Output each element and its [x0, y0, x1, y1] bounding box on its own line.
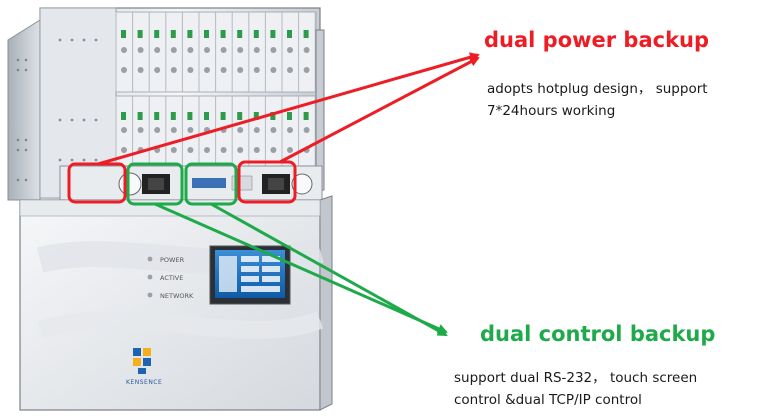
card-port — [121, 67, 127, 73]
card-port — [187, 127, 194, 133]
card-port — [253, 47, 260, 53]
card-port — [187, 147, 194, 153]
card-port — [220, 147, 227, 153]
card-led — [154, 30, 160, 38]
matrix-switcher-product-image: POWER ACTIVE NETWORK KENSENCE — [7, 7, 333, 411]
card-port — [237, 147, 244, 153]
card-port — [137, 147, 144, 153]
card-port — [121, 47, 127, 53]
card-led — [237, 30, 243, 38]
card-port — [287, 67, 293, 73]
power-callout-line: 7*24hours working — [487, 103, 616, 119]
card-port — [187, 47, 194, 53]
card-led — [287, 112, 292, 120]
card-led — [154, 112, 160, 120]
card-led — [287, 30, 292, 38]
control-callout-line: support dual RS-232， touch screen — [454, 370, 698, 386]
card-port — [287, 147, 293, 153]
card-port — [270, 147, 277, 153]
card-led — [303, 112, 309, 120]
card-led — [187, 112, 193, 120]
brand-wordmark: KENSENCE — [126, 379, 162, 386]
card-port — [237, 67, 244, 73]
card-led — [303, 30, 309, 38]
card-led — [137, 112, 143, 120]
card-port — [170, 47, 177, 53]
card-led — [270, 30, 276, 38]
card-port — [154, 47, 161, 53]
brand-logo — [133, 348, 151, 374]
indicator-label: NETWORK — [160, 292, 194, 300]
card-led — [237, 112, 243, 120]
control-callout-line: control &dual TCP/IP control — [454, 392, 642, 408]
card-led — [170, 112, 176, 120]
indicator-leds — [147, 256, 153, 298]
card-port — [204, 147, 210, 153]
card-led — [187, 30, 193, 38]
card-port — [121, 147, 127, 153]
card-led — [220, 112, 226, 120]
card-port — [121, 127, 127, 133]
card-port — [204, 67, 210, 73]
card-port — [204, 47, 210, 53]
card-port — [270, 47, 277, 53]
card-port — [220, 67, 227, 73]
card-port — [237, 127, 244, 133]
card-led — [270, 112, 276, 120]
control-callout-title: dual control backup — [480, 322, 716, 346]
card-led — [121, 112, 126, 120]
card-port — [154, 147, 161, 153]
card-port — [154, 127, 161, 133]
card-port — [270, 127, 277, 133]
power-callout-line: adopts hotplug design， support — [487, 81, 708, 97]
card-led — [137, 30, 143, 38]
control-callout-description: support dual RS-232， touch screen contro… — [454, 367, 754, 411]
card-port — [303, 127, 310, 133]
card-led — [121, 30, 126, 38]
card-led — [253, 112, 259, 120]
card-port — [237, 47, 244, 53]
card-port — [170, 127, 177, 133]
card-port — [187, 67, 194, 73]
card-led — [204, 112, 209, 120]
indicator-label: POWER — [160, 256, 185, 264]
card-port — [220, 127, 227, 133]
card-port — [170, 147, 177, 153]
card-port — [137, 67, 144, 73]
indicator-label: ACTIVE — [160, 274, 183, 282]
power-callout-description: adopts hotplug design， support 7*24hours… — [487, 78, 757, 122]
card-port — [137, 127, 144, 133]
card-port — [270, 67, 277, 73]
power-callout-title: dual power backup — [484, 28, 710, 52]
card-led — [253, 30, 259, 38]
card-port — [287, 47, 293, 53]
card-port — [137, 47, 144, 53]
card-led — [170, 30, 176, 38]
card-port — [303, 147, 310, 153]
card-port — [204, 127, 210, 133]
card-port — [303, 47, 310, 53]
card-port — [154, 67, 161, 73]
card-port — [287, 127, 293, 133]
card-port — [220, 47, 227, 53]
card-port — [303, 67, 310, 73]
card-port — [253, 147, 260, 153]
card-port — [253, 127, 260, 133]
card-port — [170, 67, 177, 73]
card-led — [220, 30, 226, 38]
card-led — [204, 30, 209, 38]
card-port — [253, 67, 260, 73]
